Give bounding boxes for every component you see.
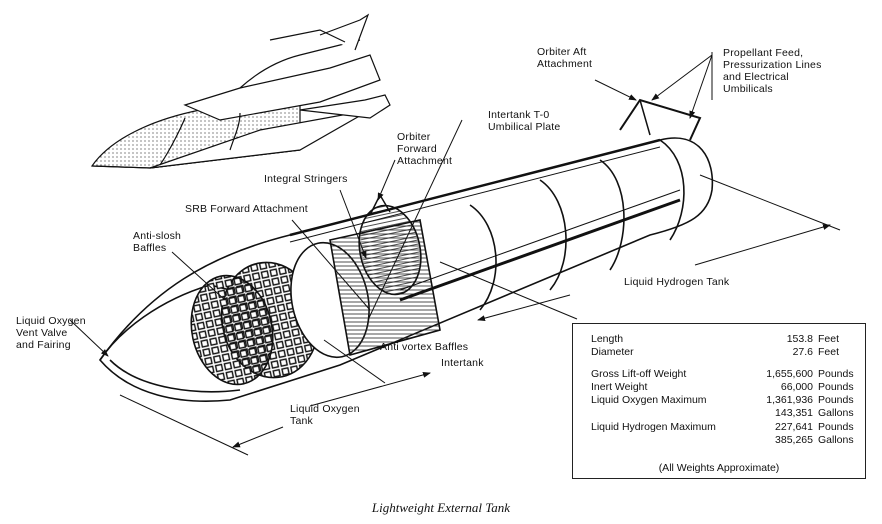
- weights-approximate-note: (All Weights Approximate): [658, 462, 780, 474]
- label-srb-forward-attachment: SRB Forward Attachment: [185, 203, 308, 215]
- label-intertank-t0-umbilical-plate: Intertank T-0 Umbilical Plate: [488, 109, 561, 133]
- label-orbiter-forward-attachment: Orbiter Forward Attachment: [397, 131, 453, 167]
- label-intertank: Intertank: [441, 357, 484, 369]
- label-liquid-oxygen-tank: Liquid Oxygen Tank: [290, 403, 360, 427]
- leader-lines: [69, 52, 841, 456]
- shuttle-stack-illustration: [90, 13, 391, 169]
- label-anti-vortex-baffles: Anti vortex Baffles: [380, 341, 469, 353]
- label-anti-slosh-baffles: Anti-slosh Baffles: [133, 230, 182, 254]
- figure-caption: Lightweight External Tank: [371, 500, 511, 515]
- label-lox-vent-valve: Liquid Oxygen Vent Valve and Fairing: [16, 315, 86, 351]
- label-orbiter-aft-attachment: Orbiter Aft Attachment: [537, 46, 593, 70]
- label-propellant-feed: Propellant Feed, Pressurization Lines an…: [723, 47, 822, 95]
- label-liquid-hydrogen-tank: Liquid Hydrogen Tank: [624, 276, 730, 288]
- specifications-table: Length 153.8 Feet Diameter 27.6 Feet Gro…: [572, 323, 866, 479]
- external-tank-main: [98, 98, 714, 403]
- label-integral-stringers: Integral Stringers: [264, 173, 348, 185]
